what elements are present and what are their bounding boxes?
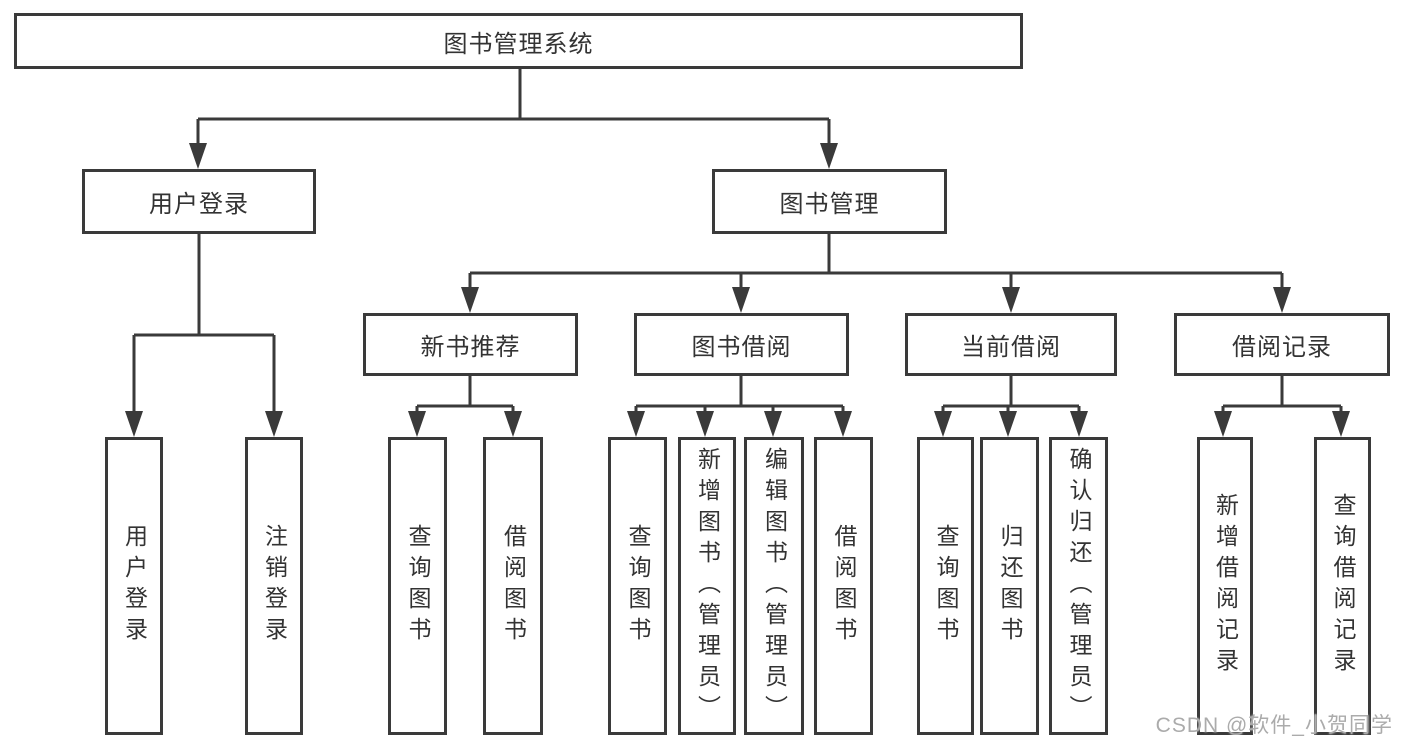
leaf-br-add-record: 新增借阅记录 bbox=[1197, 437, 1253, 735]
node-root-system-label: 图书管理系统 bbox=[443, 30, 594, 58]
leaf-br-query-record-label: 查询借阅记录 bbox=[1330, 493, 1356, 679]
arrowheads-leaves-bookborrow bbox=[627, 411, 852, 437]
leaf-cb-return-books-label: 归还图书 bbox=[997, 524, 1023, 648]
node-current-borrow-label: 当前借阅 bbox=[961, 334, 1061, 361]
leaf-bb-query-books-label: 查询图书 bbox=[625, 524, 651, 648]
connector-root-to-level2 bbox=[196, 68, 831, 148]
connector-borrowrecords-to-leaves bbox=[1221, 376, 1343, 416]
connector-currentborrow-to-leaves bbox=[941, 376, 1081, 416]
node-book-borrow-label: 图书借阅 bbox=[691, 334, 792, 361]
arrowheads-leaves-newbookrec bbox=[408, 411, 522, 437]
node-borrow-records: 借阅记录 bbox=[1174, 313, 1390, 376]
leaf-nbr-borrow-books: 借阅图书 bbox=[483, 437, 543, 735]
arrowheads-leaves-userlogin bbox=[125, 411, 283, 437]
connector-newbookrec-to-leaves bbox=[415, 376, 515, 416]
node-root-system: 图书管理系统 bbox=[14, 13, 1023, 69]
leaf-bb-borrow-books: 借阅图书 bbox=[814, 437, 873, 735]
node-book-borrow: 图书借阅 bbox=[634, 313, 849, 376]
leaf-cb-confirm-return-admin: 确认归还（管理员） bbox=[1049, 437, 1108, 735]
node-new-book-recommend-label: 新书推荐 bbox=[420, 334, 521, 361]
leaf-user-login-label: 用户登录 bbox=[121, 524, 148, 648]
leaf-logout-label: 注销登录 bbox=[261, 524, 288, 648]
leaf-bb-borrow-books-label: 借阅图书 bbox=[831, 524, 857, 648]
node-borrow-records-label: 借阅记录 bbox=[1232, 334, 1332, 361]
leaf-bb-edit-books-admin: 编辑图书（管理员） bbox=[744, 437, 804, 735]
leaf-cb-query-books-label: 查询图书 bbox=[933, 524, 959, 648]
node-current-borrow: 当前借阅 bbox=[905, 313, 1117, 376]
leaf-logout: 注销登录 bbox=[245, 437, 303, 735]
arrowheads-leaves-currentborrow bbox=[934, 411, 1088, 437]
leaf-nbr-borrow-books-label: 借阅图书 bbox=[500, 524, 527, 648]
connector-bookborrow-to-leaves bbox=[634, 376, 845, 416]
leaf-cb-query-books: 查询图书 bbox=[917, 437, 974, 735]
node-user-login-label: 用户登录 bbox=[149, 191, 249, 218]
connector-userlogin-to-leaves bbox=[132, 233, 276, 416]
leaf-cb-confirm-return-admin-label: 确认归还（管理员） bbox=[1066, 446, 1092, 726]
node-new-book-recommend: 新书推荐 bbox=[363, 313, 578, 376]
node-book-management-label: 图书管理 bbox=[779, 191, 880, 218]
arrowheads-level2 bbox=[189, 143, 838, 169]
leaf-user-login: 用户登录 bbox=[105, 437, 163, 735]
arrowheads-leaves-borrowrecords bbox=[1214, 411, 1350, 437]
node-book-management: 图书管理 bbox=[712, 169, 947, 234]
arrowheads-level3 bbox=[461, 287, 1291, 313]
leaf-nbr-query-books-label: 查询图书 bbox=[405, 524, 431, 648]
leaf-br-query-record: 查询借阅记录 bbox=[1314, 437, 1371, 735]
leaf-nbr-query-books: 查询图书 bbox=[388, 437, 447, 735]
leaf-bb-add-books-admin: 新增图书（管理员） bbox=[678, 437, 736, 735]
leaf-cb-return-books: 归还图书 bbox=[980, 437, 1039, 735]
leaf-bb-query-books: 查询图书 bbox=[608, 437, 667, 735]
csdn-watermark: CSDN @软件_小贺同学 bbox=[1155, 714, 1393, 737]
connector-bookmanagement-to-level3 bbox=[468, 233, 1284, 292]
leaf-bb-edit-books-admin-label: 编辑图书（管理员） bbox=[761, 446, 788, 726]
leaf-bb-add-books-admin-label: 新增图书（管理员） bbox=[694, 446, 721, 726]
arrowheads bbox=[125, 143, 1350, 437]
leaf-br-add-record-label: 新增借阅记录 bbox=[1212, 493, 1239, 679]
node-user-login: 用户登录 bbox=[82, 169, 316, 234]
